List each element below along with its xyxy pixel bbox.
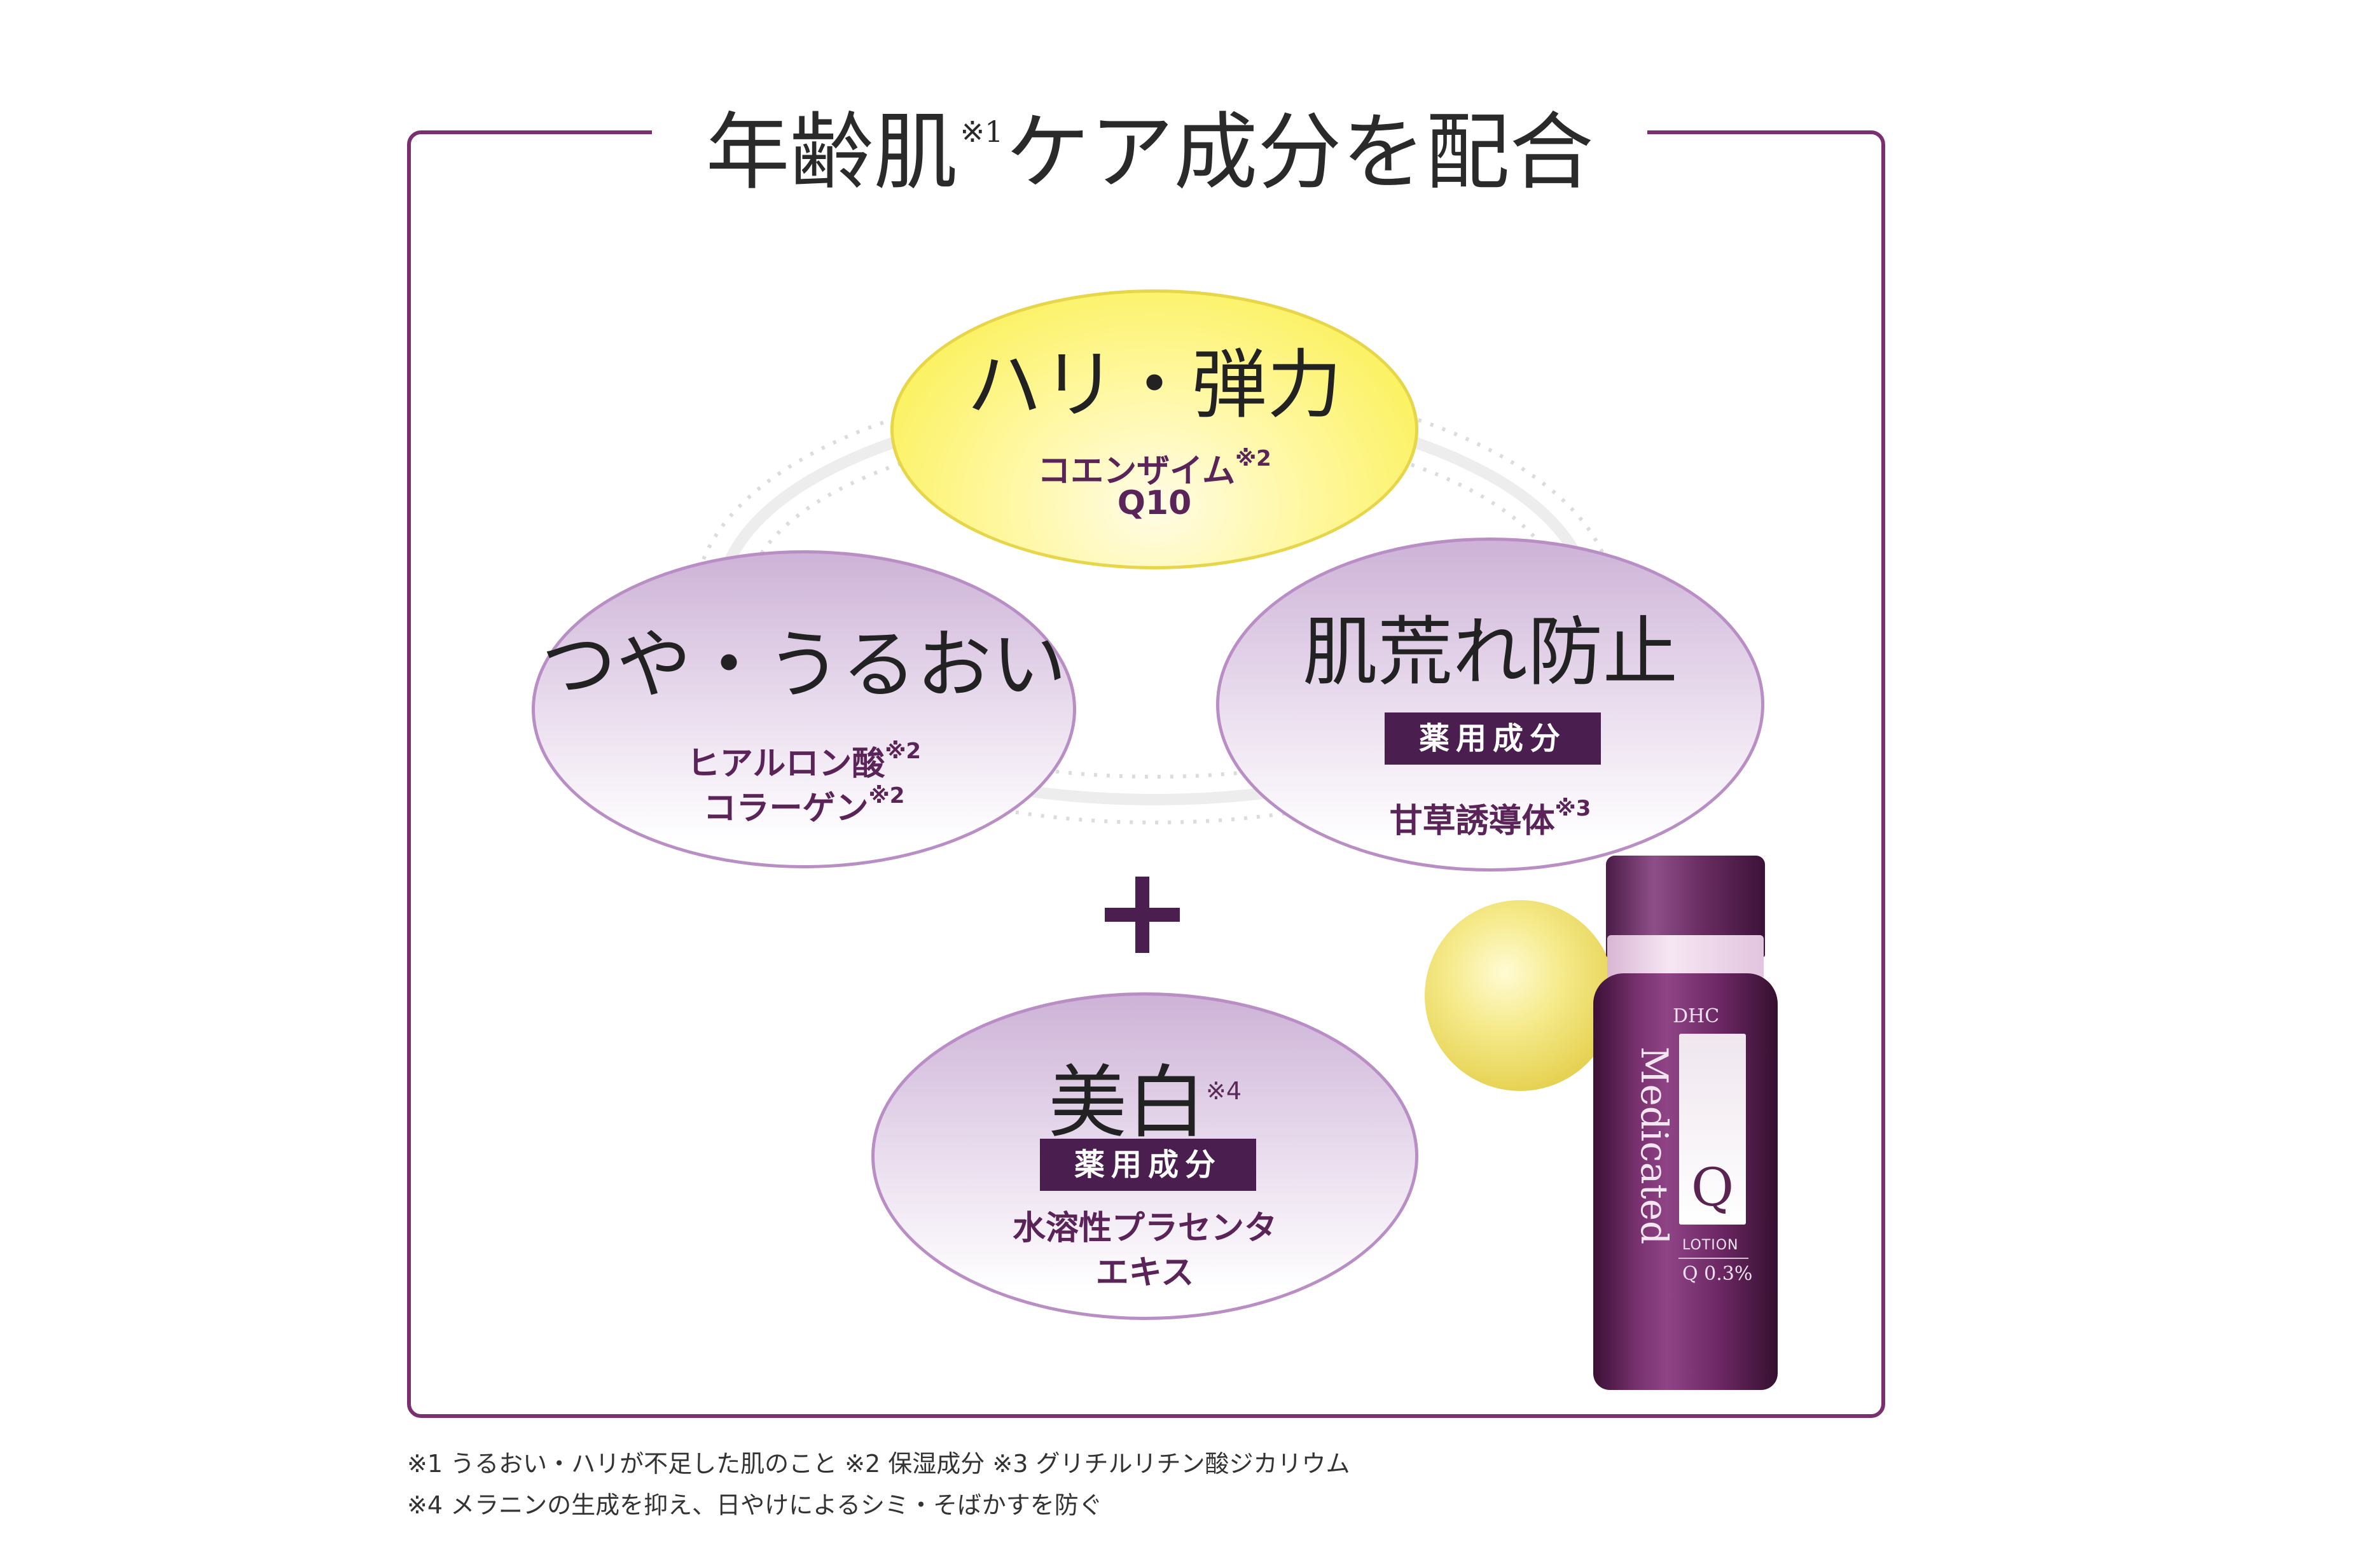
benefit-skin-protection: 肌荒れ防止 薬用成分 甘草誘導体※3 [1216,538,1764,872]
benefit-title: つや・うるおい [541,621,1067,709]
medicinal-badge: 薬用成分 [1385,712,1601,765]
product-name-label: Medicated [1633,1046,1676,1245]
bottle-collar [1607,935,1764,980]
footnote-mark: ※2 [868,783,905,809]
title-footnote-mark: ※1 [960,115,1004,149]
ingredient-placenta-line2: エキス [1095,1254,1194,1292]
footnote-line-2: ※4 メラニンの生成を抑え、日やけによるシミ・そばかすを防ぐ [407,1491,1103,1519]
label-divider [1678,1258,1748,1259]
ingredient-collagen: コラーゲン※2 [535,773,1073,831]
ingredient-name: コエンザイム [1037,452,1236,490]
benefit-title: 肌荒れ防止 [1302,608,1678,696]
lotion-label: LOTION [1682,1237,1739,1253]
ingredient-placenta-line1: 水溶性プラセンタ [1012,1209,1277,1247]
ingredient-line2: Q10 [1117,484,1192,522]
q-label-box: Q [1679,1034,1746,1225]
benefit-whitening: 美白※4 薬用成分 水溶性プラセンタ エキス [871,992,1418,1320]
ingredient-name: コラーゲン [703,789,869,828]
title-main: 年齢肌 [705,104,958,202]
q-letter: Q [1691,1158,1734,1218]
ingredient-hyaluronic: ヒアルロン酸※2 [535,728,1073,787]
title-rest: ケア成分を配合 [1006,104,1594,202]
footnote-mark: ※2 [1235,446,1271,471]
benefit-title: 美白※4 [875,1040,1415,1154]
concentration-label: Q 0.3% [1682,1263,1753,1285]
ingredient-name: ヒアルロン酸 [686,745,885,783]
plus-icon-vertical [1135,877,1149,953]
product-bottle-image: DHC Q Medicated LOTION Q 0.3% [1593,856,1778,1403]
ingredient-licorice: 甘草誘導体※3 [1219,786,1761,844]
footnote-mark: ※4 [1205,1077,1242,1105]
benefit-moisture: つや・うるおい ヒアルロン酸※2 コラーゲン※2 [532,550,1076,868]
footnote-line-1: ※1 うるおい・ハリが不足した肌のこと ※2 保湿成分 ※3 グリチルリチン酸ジ… [407,1450,1350,1478]
lotion-drop-image [1425,900,1615,1091]
benefit-title: ハリ・弾力 [966,341,1342,429]
ingredient-name: 甘草誘導体 [1389,802,1555,840]
whitening-title: 美白 [1048,1057,1206,1149]
brand-label: DHC [1673,1005,1720,1027]
benefit-firmness: ハリ・弾力 コエンザイム※2 Q10 [890,289,1418,569]
page-title: 年齢肌※1ケア成分を配合 [652,71,1647,202]
medicinal-badge: 薬用成分 [1040,1139,1256,1191]
footnote-mark: ※2 [885,739,922,764]
footnote-mark: ※3 [1554,796,1591,821]
ingredient-coenzyme: コエンザイム※2 [894,436,1415,494]
